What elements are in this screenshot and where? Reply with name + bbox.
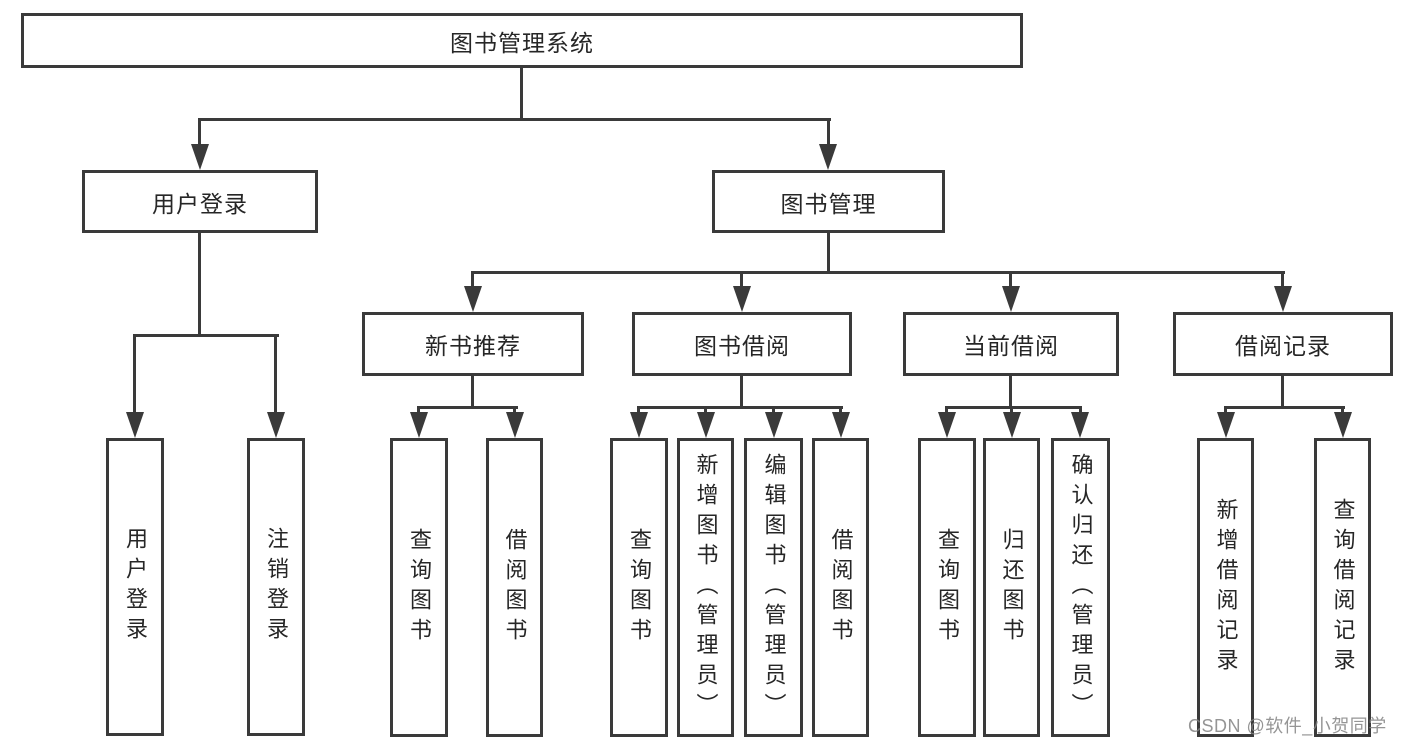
connector-nb-borrow-stem [513,406,516,414]
node-label: 注销登录 [264,527,289,647]
arrowhead-cb-return-icon [1003,412,1021,438]
connector-nb-query-stem [417,406,420,414]
connector-bb-borrow-stem [839,406,842,414]
arrowhead-newbook-icon [464,286,482,312]
arrowhead-logout-leaf-icon [267,412,285,438]
node-leaf-add-books-admin: 新增图书（管理员） [677,438,734,737]
connector-book-mgmt-stem [827,118,830,148]
connector-borrowing-stem [740,271,743,292]
connector-level1-bar [198,118,831,121]
node-label: 编辑图书（管理员） [761,452,787,723]
node-leaf-user-login: 用户登录 [106,438,164,736]
node-leaf-borrow-books: 借阅图书 [812,438,869,737]
arrowhead-bb-query-icon [630,412,648,438]
arrowhead-user-login-icon [191,144,209,170]
node-borrowing-records: 借阅记录 [1173,312,1393,376]
node-label: 用户登录 [123,527,148,647]
arrowhead-bb-borrow-icon [832,412,850,438]
node-leaf-query-books-borrowing: 查询图书 [610,438,668,737]
node-label: 当前借阅 [963,333,1059,359]
node-label: 借阅图书 [502,527,528,648]
connector-borrowing-drop [740,375,743,408]
arrowhead-br-query-icon [1334,412,1352,438]
node-book-borrowing: 图书借阅 [632,312,852,376]
connector-cb-query-stem [945,406,948,414]
connector-root-stem [520,67,523,121]
connector-logout-leaf-stem [274,334,277,416]
node-label: 新增借阅记录 [1213,497,1239,678]
node-label: 查询借阅记录 [1330,497,1356,678]
connector-current-drop [1009,375,1012,408]
connector-user-login-stem [198,118,201,148]
node-label: 借阅记录 [1235,333,1331,359]
arrowhead-nb-query-icon [410,412,428,438]
arrowhead-records-icon [1274,286,1292,312]
node-current-borrowing: 当前借阅 [903,312,1119,376]
arrowhead-login-leaf-icon [126,412,144,438]
connector-bb-query-stem [637,406,640,414]
node-label: 查询图书 [627,527,652,648]
node-user-login: 用户登录 [82,170,318,233]
node-leaf-query-books-current: 查询图书 [918,438,976,737]
connector-records-drop [1281,375,1284,408]
connector-newbook-drop [471,375,474,408]
connector-current-stem [1009,271,1012,292]
node-library-management-system: 图书管理系统 [21,13,1023,68]
connector-br-query-stem [1341,406,1344,414]
node-label: 图书管理系统 [450,29,594,56]
node-label: 新书推荐 [425,333,521,359]
node-leaf-logout: 注销登录 [247,438,305,736]
node-leaf-query-borrow-record: 查询借阅记录 [1314,438,1371,737]
node-leaf-confirm-return-admin: 确认归还（管理员） [1051,438,1110,737]
node-label: 查询图书 [935,527,960,648]
node-leaf-return-books: 归还图书 [983,438,1040,737]
node-label: 归还图书 [999,527,1025,648]
connector-level2-bar [471,271,1285,274]
node-label: 确认归还（管理员） [1068,452,1094,723]
node-leaf-borrow-books-recommend: 借阅图书 [486,438,543,737]
connector-book-mgmt-drop [827,233,830,274]
connector-bb-add-stem [704,406,707,414]
arrowhead-bb-add-icon [697,412,715,438]
arrowhead-bb-edit-icon [765,412,783,438]
node-label: 查询图书 [407,527,432,648]
connector-user-login-bar [133,334,279,337]
connector-cb-confirm-stem [1079,406,1082,414]
node-leaf-edit-books-admin: 编辑图书（管理员） [744,438,803,737]
arrowhead-borrowing-icon [733,286,751,312]
arrowhead-cb-confirm-icon [1071,412,1089,438]
node-label: 图书管理 [780,190,877,217]
node-label: 借阅图书 [828,527,854,648]
node-leaf-query-books-recommend: 查询图书 [390,438,448,737]
node-new-book-recommendation: 新书推荐 [362,312,584,376]
node-label: 图书借阅 [694,333,790,359]
arrowhead-book-mgmt-icon [819,144,837,170]
node-book-management: 图书管理 [712,170,945,233]
connector-br-add-stem [1224,406,1227,414]
connector-login-leaf-stem [133,334,136,416]
connector-records-stem [1281,271,1284,292]
arrowhead-nb-borrow-icon [506,412,524,438]
arrowhead-br-add-icon [1217,412,1235,438]
node-label: 用户登录 [152,190,248,217]
csdn-watermark: CSDN @软件_小贺同学 [1188,716,1387,736]
connector-newbook-bar [417,406,518,409]
connector-borrowing-bar [637,406,843,409]
connector-records-bar [1224,406,1345,409]
connector-bb-edit-stem [772,406,775,414]
node-leaf-add-borrow-record: 新增借阅记录 [1197,438,1254,737]
connector-current-bar [945,406,1082,409]
arrowhead-cb-query-icon [938,412,956,438]
connector-user-login-drop [198,233,201,336]
connector-cb-return-stem [1010,406,1013,414]
node-label: 新增图书（管理员） [693,452,719,723]
arrowhead-current-icon [1002,286,1020,312]
connector-newbook-stem [471,271,474,292]
